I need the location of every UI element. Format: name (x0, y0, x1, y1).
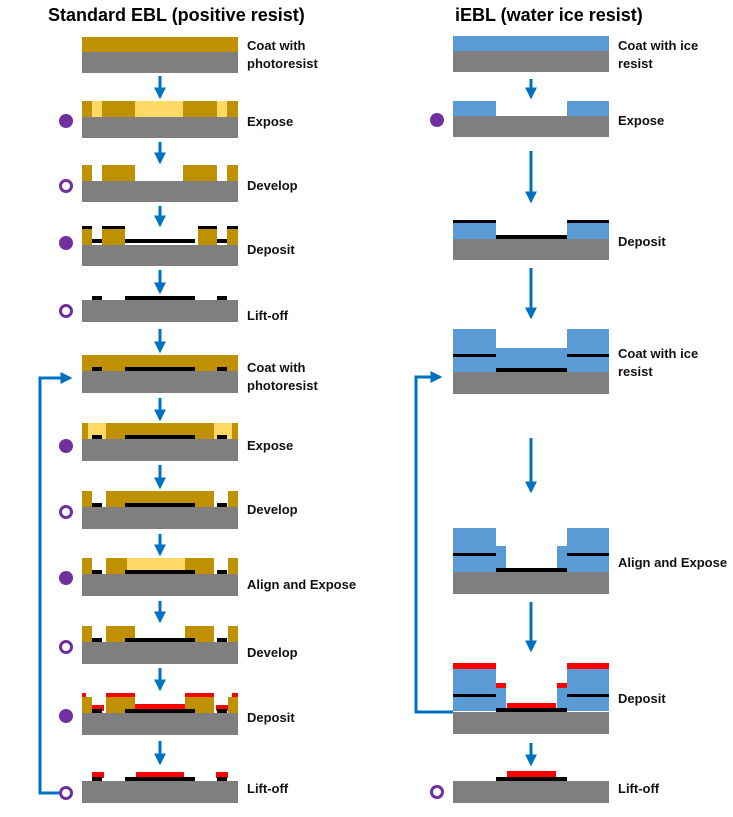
left-loop-arrow (38, 372, 73, 795)
left-marker-filled (59, 709, 73, 723)
left-step-2-graphic (82, 101, 238, 138)
right-step-4-graphic (453, 329, 609, 394)
left-step-8-graphic (82, 491, 238, 529)
right-step-5-graphic (453, 528, 609, 594)
left-step-8-label: Develop (247, 502, 298, 517)
left-step-1-label: Coat with photoresist (247, 38, 318, 71)
left-step-11-graphic (82, 693, 238, 735)
left-marker-hollow (59, 640, 73, 654)
left-step-5-graphic (82, 296, 238, 322)
left-marker-filled (59, 236, 73, 250)
left-step-9-label: Align and Expose (247, 577, 357, 592)
left-step-12-graphic (82, 772, 238, 803)
right-step-2-graphic (453, 101, 609, 137)
left-step-3-label: Develop (247, 178, 298, 193)
left-marker-hollow (59, 786, 73, 800)
left-marker-filled (59, 571, 73, 585)
right-step-6-label: Deposit (618, 691, 666, 706)
left-marker-filled (59, 439, 73, 453)
left-step-10-graphic (82, 626, 238, 664)
left-markers (59, 114, 73, 800)
left-column-title: Standard EBL (positive resist) (48, 5, 305, 25)
left-step-4-label: Deposit (247, 242, 295, 257)
left-marker-hollow (59, 179, 73, 193)
left-step-12-label: Lift-off (247, 781, 289, 796)
right-markers (430, 113, 444, 799)
left-marker-hollow (59, 304, 73, 318)
right-step-1-graphic (453, 36, 609, 72)
right-step-3-label: Deposit (618, 234, 666, 249)
right-step-6-graphic (453, 663, 609, 734)
left-step-10-label: Develop (247, 645, 298, 660)
right-step-4-label: Coat with ice resist (618, 346, 699, 379)
left-step-1-graphic (82, 37, 238, 73)
right-column-title: iEBL (water ice resist) (455, 5, 643, 25)
left-marker-filled (59, 114, 73, 128)
right-marker-filled (430, 113, 444, 127)
right-step-7-label: Lift-off (618, 781, 660, 796)
left-step-2-label: Expose (247, 114, 294, 129)
right-step-7-graphic (453, 771, 609, 803)
left-step-11-label: Deposit (247, 710, 295, 725)
left-step-7-label: Expose (247, 438, 294, 453)
right-step-1-label: Coat with ice resist (618, 38, 699, 71)
right-step-5-label: Align and Expose (618, 555, 728, 570)
left-step-3-graphic (82, 165, 238, 202)
left-step-7-graphic (82, 423, 238, 461)
right-step-3-graphic (453, 220, 609, 260)
right-step-2-label: Expose (618, 113, 665, 128)
left-step-4-graphic (82, 226, 238, 266)
left-step-5-label: Lift-off (247, 308, 289, 323)
left-step-9-graphic (82, 558, 238, 596)
left-step-6-graphic (82, 355, 238, 393)
left-step-6-label: Coat with photoresist (247, 360, 318, 393)
right-marker-hollow (430, 785, 444, 799)
left-marker-hollow (59, 505, 73, 519)
right-loop-arrow (414, 371, 453, 714)
